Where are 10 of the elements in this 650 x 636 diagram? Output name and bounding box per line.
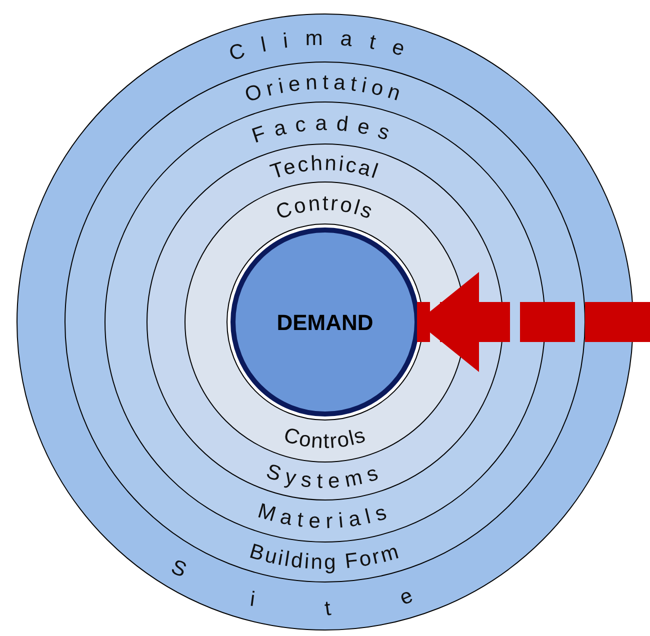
ring-label: Technical xyxy=(268,152,382,184)
ring-label: Climate xyxy=(226,26,424,66)
center-label: DEMAND xyxy=(276,310,374,335)
ring-label: Facades xyxy=(249,112,401,148)
ring-label: Systems xyxy=(264,460,386,494)
ring-label: Materials xyxy=(255,499,395,534)
arrow xyxy=(417,272,650,372)
ring-label: Controls xyxy=(273,192,378,224)
ring-label: Controls xyxy=(281,424,369,454)
ring-label: Orientation xyxy=(242,70,408,107)
